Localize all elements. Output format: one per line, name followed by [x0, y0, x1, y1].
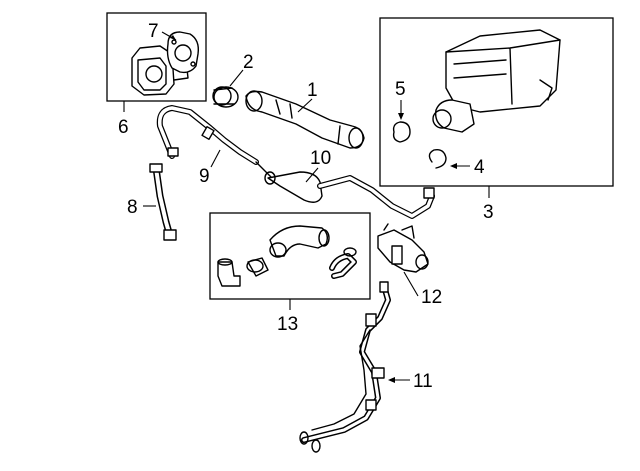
part-5-clamp	[392, 121, 411, 143]
group-box-6	[106, 12, 207, 102]
part-13-hose-c	[269, 225, 330, 258]
leader-2	[229, 69, 244, 87]
arrow-4	[450, 163, 457, 169]
arrow-11	[388, 377, 395, 383]
part-2-coupler	[212, 86, 239, 108]
callout-8: 8	[127, 197, 138, 218]
part-8-hose	[149, 163, 177, 241]
callout-2: 2	[243, 52, 254, 73]
callout-13: 13	[277, 314, 298, 335]
callout-11: 11	[413, 371, 433, 392]
callout-1: 1	[307, 80, 318, 101]
leader-9	[210, 149, 221, 168]
part-12-valve	[377, 223, 429, 273]
arrow-5	[398, 113, 404, 120]
callout-9: 9	[199, 166, 210, 187]
part-13-hose-d	[329, 247, 357, 279]
part-10-hose	[264, 171, 435, 219]
callout-6: 6	[118, 117, 129, 138]
part-13-connector-b	[246, 257, 269, 277]
callout-3: 3	[483, 202, 494, 223]
group-box-3	[379, 17, 614, 187]
callout-4: 4	[474, 157, 485, 178]
callout-5: 5	[395, 79, 406, 100]
part-3-resonator	[432, 29, 561, 133]
callout-12: 12	[421, 287, 442, 308]
part-1-intake-hose	[245, 90, 365, 149]
callout-7: 7	[148, 21, 159, 42]
leader-10	[305, 167, 319, 183]
part-13-elbow-a	[217, 258, 241, 287]
part-7-gasket	[166, 31, 200, 74]
leader-1	[297, 98, 313, 113]
part-6-housing	[131, 45, 189, 96]
leader-12	[403, 271, 419, 297]
part-4-clamp	[428, 148, 447, 169]
callout-10: 10	[310, 148, 331, 169]
arrow-7	[170, 35, 176, 40]
part-11-vacuum-lines	[299, 281, 391, 453]
part-9-breather-tube	[156, 105, 273, 179]
